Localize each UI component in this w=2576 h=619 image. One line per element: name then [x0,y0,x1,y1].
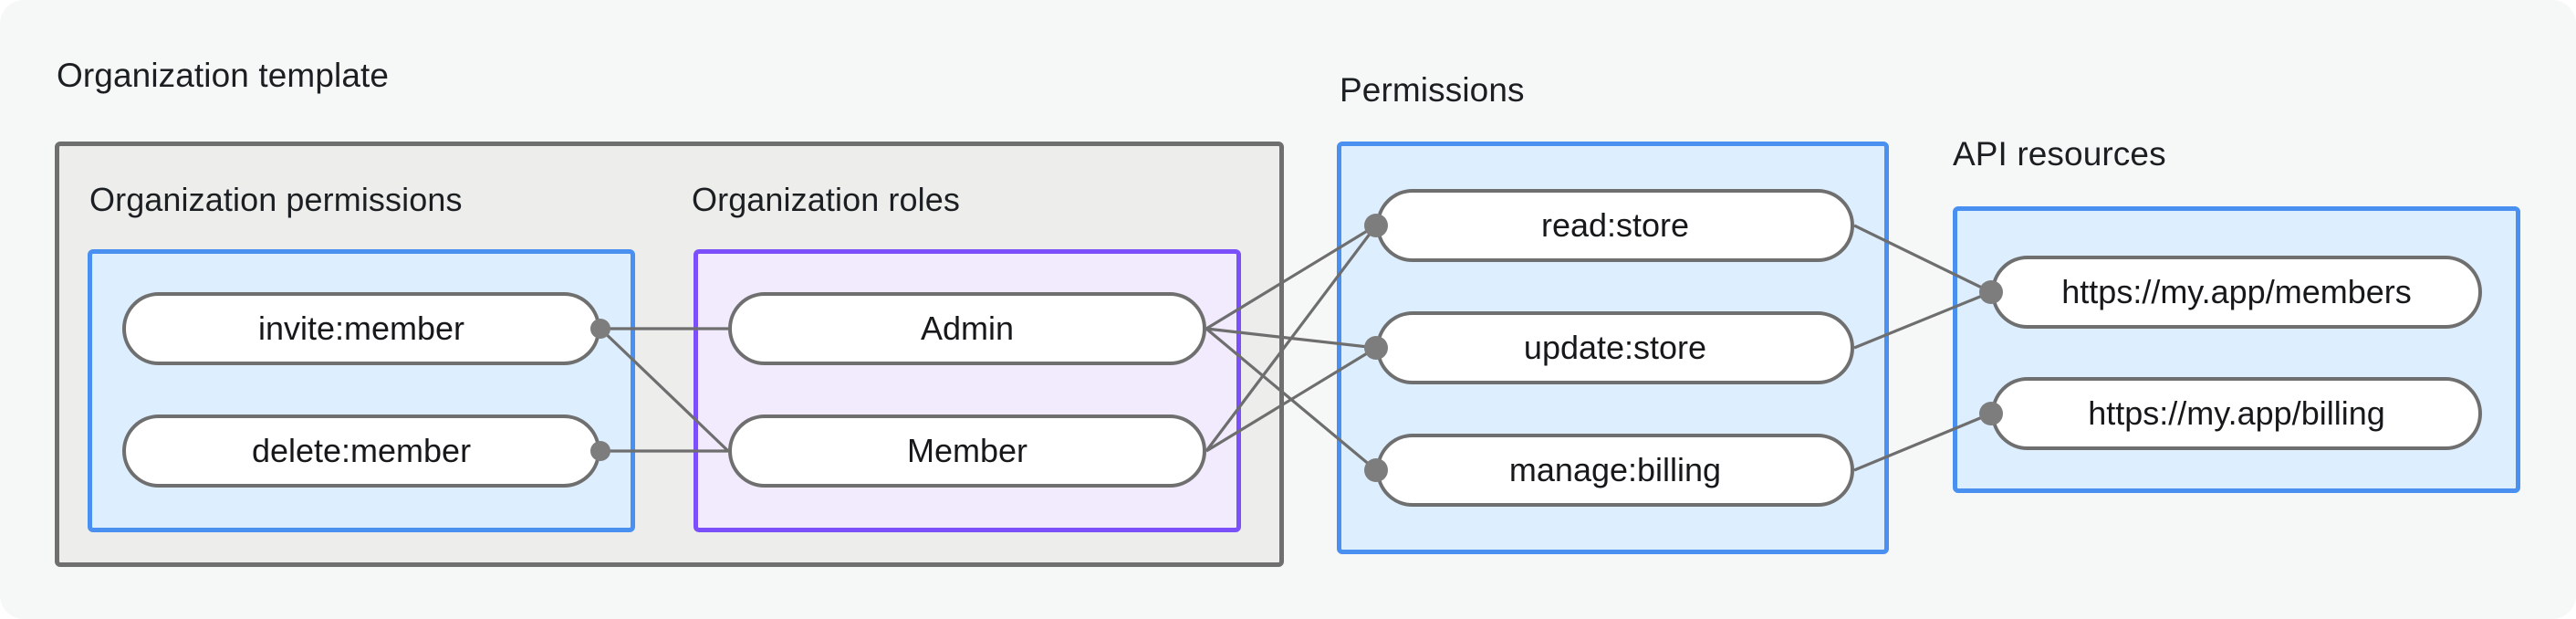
node-permission-update-store[interactable]: update:store [1376,311,1854,384]
node-api-resource-members[interactable]: https://my.app/members [1991,256,2482,329]
node-role-member[interactable]: Member [728,414,1206,488]
node-invite-member[interactable]: invite:member [122,292,600,365]
node-delete-member[interactable]: delete:member [122,414,600,488]
node-permission-read-store[interactable]: read:store [1376,189,1854,262]
group-label-permissions: Permissions [1340,71,1525,109]
group-label-api-resources: API resources [1953,135,2166,173]
panel-label-organization-roles: Organization roles [692,181,960,218]
panel-label-organization-permissions: Organization permissions [89,181,463,218]
node-role-admin[interactable]: Admin [728,292,1206,365]
node-api-resource-billing[interactable]: https://my.app/billing [1991,377,2482,450]
node-permission-manage-billing[interactable]: manage:billing [1376,434,1854,507]
group-label-organization-template: Organization template [57,57,390,94]
